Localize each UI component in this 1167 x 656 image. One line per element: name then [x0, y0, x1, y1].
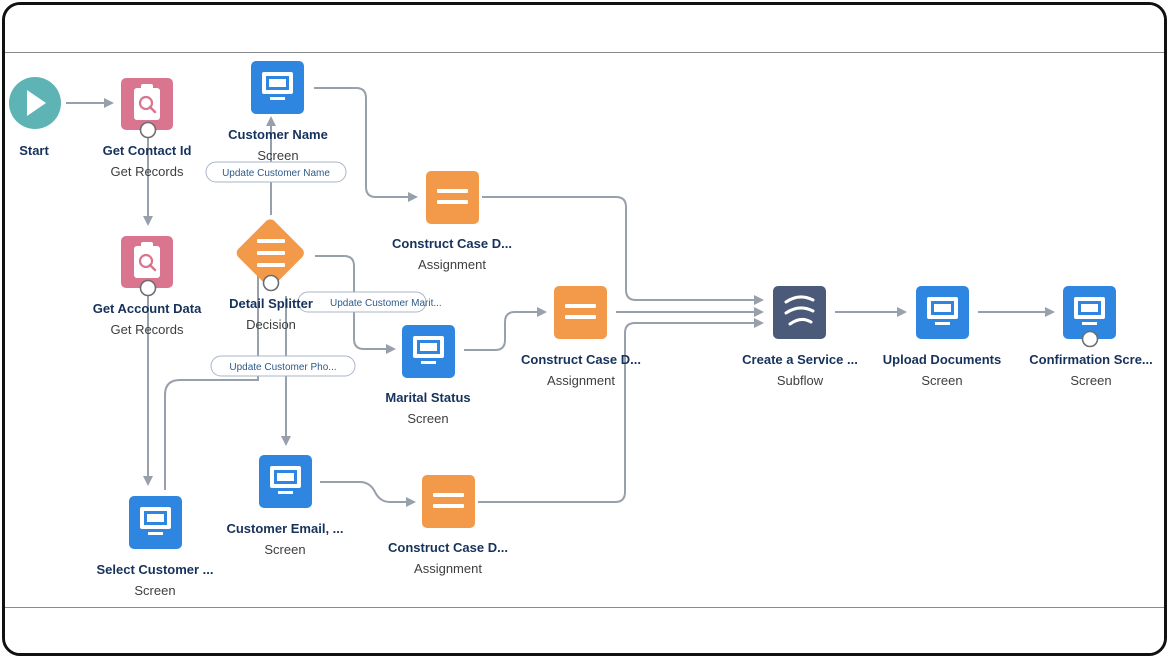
- node-type: Assignment: [418, 257, 486, 272]
- node-construct-case-1[interactable]: Construct Case D... Assignment: [392, 171, 512, 272]
- node-construct-case-3[interactable]: Construct Case D... Assignment: [388, 475, 508, 576]
- node-customer-name[interactable]: Customer Name Screen: [228, 61, 328, 163]
- node-type: Screen: [134, 583, 175, 598]
- node-type: Screen: [921, 373, 962, 388]
- assignment-icon: [565, 304, 596, 319]
- connector-email-to-construct3: [320, 481, 416, 507]
- node-get-contact-id[interactable]: Get Contact Id Get Records: [103, 78, 192, 179]
- node-type: Get Records: [111, 164, 184, 179]
- node-customer-email[interactable]: Customer Email, ... Screen: [226, 455, 344, 557]
- screen-icon: [262, 72, 293, 100]
- node-construct-case-2[interactable]: Construct Case D... Assignment: [521, 286, 641, 388]
- connector-marital-to-construct2: [464, 307, 547, 351]
- node-title: Get Account Data: [93, 301, 202, 316]
- screen-icon: [140, 507, 171, 535]
- outcome-label: Update Customer Pho...: [229, 362, 336, 373]
- node-create-service[interactable]: Create a Service ... Subflow: [742, 286, 858, 388]
- footer-area: [5, 607, 1164, 653]
- connector-construct1-to-service: [482, 196, 764, 305]
- node-title: Construct Case D...: [388, 540, 508, 555]
- node-type: Get Records: [111, 322, 184, 337]
- node-title: Detail Splitter: [229, 296, 313, 311]
- node-type: Decision: [246, 317, 296, 332]
- assignment-icon: [437, 189, 468, 204]
- node-type: Screen: [257, 148, 298, 163]
- node-type: Screen: [264, 542, 305, 557]
- node-detail-splitter[interactable]: Detail Splitter Decision: [229, 217, 313, 332]
- outcome-pill-update-name[interactable]: Update Customer Name: [205, 161, 347, 183]
- screen-icon: [1074, 297, 1105, 325]
- node-title: Upload Documents: [883, 352, 1001, 367]
- node-title: Marital Status: [385, 390, 470, 405]
- record-lookup-icon: [134, 84, 160, 120]
- play-icon: [27, 90, 46, 116]
- node-type: Screen: [1070, 373, 1111, 388]
- subflow-icon: [784, 295, 815, 326]
- screen-icon: [927, 297, 958, 325]
- outcome-label: Update Customer Marit...: [330, 298, 442, 309]
- node-upload-documents[interactable]: Upload Documents Screen: [883, 286, 1001, 388]
- node-type: Assignment: [414, 561, 482, 576]
- node-type: Assignment: [547, 373, 615, 388]
- outcome-label: Update Customer Name: [222, 168, 330, 179]
- connector-name-to-construct1: [314, 87, 418, 202]
- node-get-account-data[interactable]: Get Account Data Get Records: [93, 236, 202, 337]
- record-lookup-icon: [134, 242, 160, 278]
- connector-select-to-splitter: [164, 242, 259, 490]
- node-marital-status[interactable]: Marital Status Screen: [385, 325, 471, 426]
- node-title: Construct Case D...: [392, 236, 512, 251]
- node-type: Screen: [407, 411, 448, 426]
- outcome-pill-update-phone[interactable]: Update Customer Pho...: [210, 355, 356, 377]
- connector-construct3-to-service: [478, 318, 764, 503]
- node-title: Select Customer ...: [96, 562, 213, 577]
- node-start[interactable]: Start: [9, 77, 61, 158]
- node-select-customer[interactable]: Select Customer ... Screen: [96, 496, 214, 598]
- decision-icon: [257, 234, 285, 267]
- node-title: Get Contact Id: [103, 143, 192, 158]
- toolbar-area: [5, 5, 1164, 53]
- node-title: Create a Service ...: [742, 352, 858, 367]
- node-title: Customer Email, ...: [226, 521, 343, 536]
- node-type: Subflow: [777, 373, 824, 388]
- node-title: Confirmation Scre...: [1029, 352, 1153, 367]
- screen-icon: [413, 336, 444, 364]
- assignment-icon: [433, 493, 464, 508]
- node-title: Construct Case D...: [521, 352, 641, 367]
- outcome-pill-update-marital[interactable]: Update Customer Marit...: [297, 291, 442, 313]
- node-confirmation-screen[interactable]: Confirmation Scre... Screen: [1029, 286, 1153, 388]
- screen-icon: [270, 466, 301, 494]
- node-title: Customer Name: [228, 127, 328, 142]
- node-title: Start: [19, 143, 49, 158]
